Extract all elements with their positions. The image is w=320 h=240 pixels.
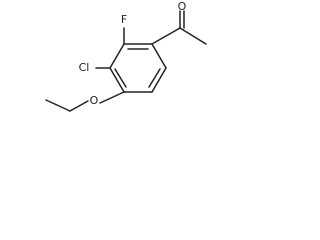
ring-bond-c3-c2 [109,43,125,69]
aromatic-inner-bond-right [148,68,161,88]
ether-oxygen-label: O [90,94,99,107]
bond-ring-to-ether-oxygen [99,91,125,104]
chlorine-label: Cl [79,61,90,74]
bond-carbonyl-to-methyl [179,27,207,45]
carbonyl-oxygen-label: O [178,0,187,13]
bond-ch2-to-ch3 [45,99,71,112]
bond-ring-to-carbonyl [151,27,181,45]
molecule-structure: O F Cl O [45,0,207,112]
ring-bond-c1-c6 [151,43,167,69]
fluorine-label: F [121,13,127,26]
ring-bond-c6-c5 [151,67,167,93]
bond-ether-oxygen-to-ch2 [69,100,89,112]
structure-canvas: O F Cl O [0,0,250,137]
aromatic-inner-bond-left [114,68,127,88]
ring-bond-c4-c3 [109,67,125,93]
